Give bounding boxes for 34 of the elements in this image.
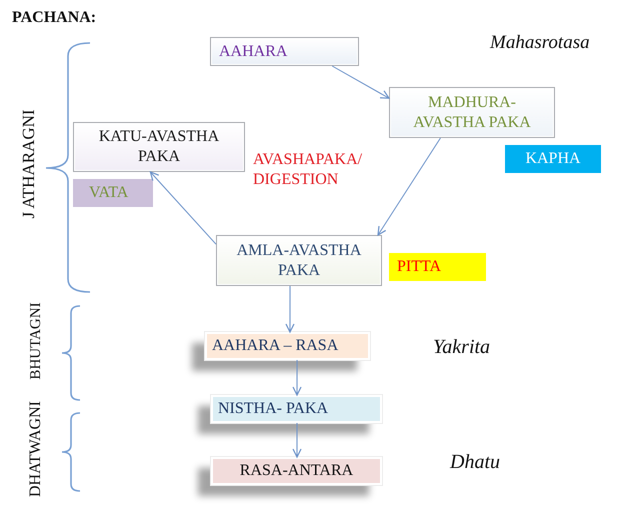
process-box xyxy=(389,87,555,138)
arrow xyxy=(332,66,390,99)
arrow xyxy=(292,422,302,458)
node-label: NISTHA- PAKA xyxy=(218,399,328,419)
label-tile xyxy=(389,253,486,281)
section-label: DHATWAGNI xyxy=(27,401,45,497)
node-label: AAHARA xyxy=(219,42,288,62)
node-label: RASA-ANTARA xyxy=(240,461,354,481)
node-label: AAHARA – RASA xyxy=(212,336,338,356)
node-label: AMLA-AVASTHA PAKA xyxy=(236,240,362,280)
arrow xyxy=(292,360,302,396)
node-label: VATA xyxy=(89,183,128,203)
arrow xyxy=(377,138,441,236)
annotation-label: Dhatu xyxy=(450,451,500,474)
section-label: BHUTAGNI xyxy=(27,302,45,380)
process-box xyxy=(216,235,382,286)
annotation-label: AVASHAPAKA/ DIGESTION xyxy=(253,150,364,190)
arrow xyxy=(150,171,216,245)
process-box xyxy=(210,37,359,66)
process-box xyxy=(211,457,382,485)
diagram-title: PACHANA: xyxy=(12,9,96,27)
process-box xyxy=(205,332,370,360)
node-label: PITTA xyxy=(397,257,442,277)
node-label: KATU-AVASTHA PAKA xyxy=(98,127,220,167)
arrow xyxy=(285,286,295,333)
process-box xyxy=(73,122,245,172)
label-tile xyxy=(73,179,153,207)
annotation-label: Mahasrotasa xyxy=(490,32,590,54)
section-label: J ATHARAGNI xyxy=(20,109,38,219)
process-box xyxy=(211,395,382,423)
annotation-label: Yakrita xyxy=(433,336,490,359)
label-tile xyxy=(505,145,601,173)
node-label: KAPHA xyxy=(525,149,581,169)
node-label: MADHURA-AVASTHA PAKA xyxy=(412,92,532,132)
